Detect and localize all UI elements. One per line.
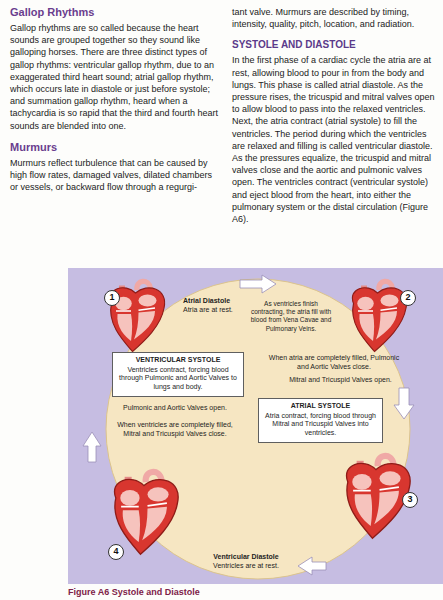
flow-note: As ventricles finish contracting, the at… — [250, 300, 332, 333]
heart-illustration — [110, 281, 164, 351]
section-heading: Murmurs — [10, 141, 222, 154]
figure-panel — [68, 268, 443, 584]
callout-number: 4 — [108, 544, 124, 560]
callout-number: 2 — [400, 290, 416, 306]
cycle-circle — [106, 279, 410, 579]
cycle-arrow — [240, 275, 276, 293]
cycle-arrow — [83, 432, 101, 462]
valve-note: When ventricles are completely filled, M… — [108, 421, 242, 438]
phase-label: Atrial Diastole — [183, 297, 245, 306]
phase-note: Atria are at rest. — [183, 306, 245, 315]
body-text: Gallop rhythms are so called because the… — [10, 22, 222, 132]
phase-box: ATRIAL SYSTOLEAtria contract, forcing bl… — [258, 398, 383, 443]
box-body: Atria contract, forcing blood through Mi… — [263, 412, 378, 438]
phase-box: VENTRICULAR SYSTOLEVentricles contract, … — [112, 352, 244, 397]
callout-text: 4 — [109, 545, 123, 559]
box-body: Ventricles contract, forcing blood throu… — [117, 366, 239, 392]
body-text: Murmurs reflect turbulence that can be c… — [10, 157, 222, 194]
heart-illustration — [347, 456, 411, 538]
callout-text: 3 — [403, 493, 417, 507]
body-text: In the first phase of a cardiac cycle th… — [232, 54, 438, 225]
callout-number: 3 — [402, 492, 418, 508]
figure-caption: Figure A6 Systole and Diastole — [68, 587, 200, 598]
section-heading: Gallop Rhythms — [10, 6, 222, 19]
callout-text: 1 — [105, 291, 119, 305]
cycle-arrow — [298, 557, 326, 575]
valve-note: When atria are completely filled, Pulmon… — [268, 354, 400, 371]
phase-label: Ventricular Diastole — [198, 553, 294, 562]
heart-illustration — [115, 472, 179, 554]
box-heading: ATRIAL SYSTOLE — [263, 402, 378, 411]
callout-text: 2 — [401, 291, 415, 305]
body-text: tant valve. Murmurs are described by tim… — [232, 6, 438, 30]
box-heading: VENTRICULAR SYSTOLE — [117, 356, 239, 365]
heart-illustration — [352, 281, 406, 351]
callout-number: 1 — [104, 290, 120, 306]
cycle-arrow — [394, 388, 414, 419]
valve-note: Mitral and Tricuspid Valves open. — [278, 376, 403, 385]
phase-note: Ventricles are at rest. — [198, 562, 294, 571]
section-heading: SYSTOLE AND DIASTOLE — [232, 39, 438, 51]
valve-note: Pulmonic and Aortic Valves open. — [108, 404, 242, 413]
